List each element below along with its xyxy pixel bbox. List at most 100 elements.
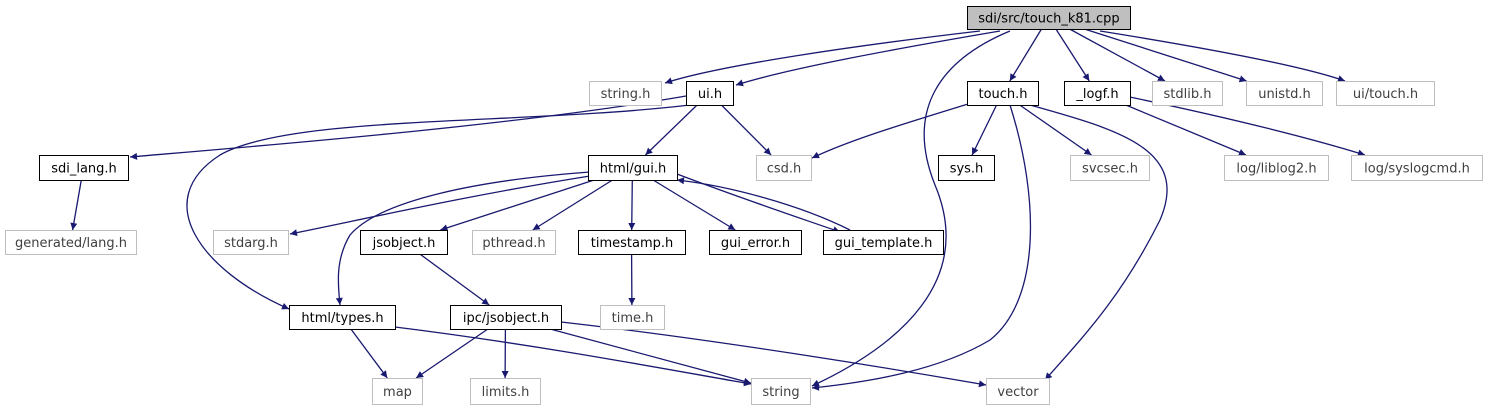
node-liblog2-h: log/liblog2.h [1224, 155, 1329, 181]
edge-ui_h-to-sdi_lang_h [129, 95, 687, 160]
node-string-h: string.h [589, 81, 662, 106]
node-label: touch.h [978, 87, 1027, 102]
node-box [578, 230, 686, 255]
node-label: _logf.h [1075, 87, 1118, 102]
node-label: gui_template.h [835, 236, 933, 251]
edge-ui_h-to-csd_h [720, 104, 772, 156]
node-label: sdi_lang.h [51, 162, 117, 177]
node-box [600, 305, 665, 330]
node-label: sys.h [950, 162, 984, 177]
node-box [470, 378, 541, 405]
node-sys-h[interactable]: sys.h [938, 155, 995, 181]
edge-logf_h-to-liblog2_h [1125, 104, 1247, 156]
node-label: svcsec.h [1082, 162, 1138, 177]
node-label: gui_error.h [721, 236, 790, 251]
node-ipc-jsobject-h[interactable]: ipc/jsobject.h [450, 305, 562, 330]
node-pthread-h: pthread.h [472, 230, 556, 255]
edge-touch_h-to-svcsec_h [1019, 104, 1092, 156]
node-gui-h[interactable]: html/gui.h [588, 155, 678, 181]
node-label: timestamp.h [591, 236, 674, 251]
edge-ui_h-to-gui_h [644, 104, 698, 156]
edge-root-to-string [811, 30, 1011, 387]
node-box [372, 378, 423, 405]
node-box [1224, 155, 1329, 181]
node-box [967, 81, 1039, 106]
edge-root-to-stdlib_h [1069, 28, 1166, 82]
node-box [472, 230, 556, 255]
node-label: stdarg.h [224, 236, 278, 251]
node-label: csd.h [767, 162, 802, 177]
edge-ui_h-to-types_h [186, 104, 691, 310]
edge-touch_h-to-vector [1029, 104, 1168, 381]
node-box [1246, 81, 1323, 106]
node-vector: vector [986, 378, 1050, 405]
node-box [1336, 81, 1435, 106]
node-ui-h[interactable]: ui.h [686, 81, 734, 106]
node-root[interactable]: sdi/src/touch_k81.cpp [967, 6, 1131, 30]
node-label: generated/lang.h [15, 236, 127, 251]
node-box [39, 155, 129, 181]
node-types-h[interactable]: html/types.h [289, 305, 396, 330]
node-logf-h[interactable]: _logf.h [1064, 81, 1131, 106]
node-label: time.h [612, 311, 654, 326]
node-label: sdi/src/touch_k81.cpp [978, 12, 1119, 27]
edge-root-to-ui_touch_h [1099, 30, 1346, 82]
node-csd-h: csd.h [756, 155, 812, 181]
node-box [450, 305, 562, 330]
node-touch-h[interactable]: touch.h [967, 81, 1039, 106]
edge-jsobject_h-to-ipc_jsobject_h [419, 253, 490, 306]
node-timestamp-h[interactable]: timestamp.h [578, 230, 686, 255]
node-stdarg-h: stdarg.h [213, 230, 289, 255]
edge-gui_template_h-to-gui_h [676, 177, 851, 231]
node-box [756, 155, 812, 181]
node-box [5, 230, 137, 255]
node-jsobject-h[interactable]: jsobject.h [360, 230, 448, 255]
node-string: string [751, 378, 811, 405]
node-box [967, 6, 1131, 30]
node-gui-error-h[interactable]: gui_error.h [709, 230, 802, 255]
edge-root-to-unistd_h [1084, 28, 1247, 83]
node-gui-template-h[interactable]: gui_template.h [823, 230, 944, 255]
node-unistd-h: unistd.h [1246, 81, 1323, 106]
node-label: map [383, 385, 412, 400]
edge-gui_h-to-jsobject_h [440, 179, 595, 232]
node-box [213, 230, 289, 255]
edge-touch_h-to-csd_h [811, 103, 969, 159]
edge-gui_h-to-gui_template_h [676, 173, 841, 233]
node-map: map [372, 378, 423, 405]
node-svcsec-h: svcsec.h [1070, 155, 1150, 181]
node-sdi-lang-h[interactable]: sdi_lang.h [39, 155, 129, 181]
node-time-h: time.h [600, 305, 665, 330]
node-label: ui.h [698, 87, 722, 102]
node-label: html/types.h [301, 311, 383, 326]
edge-ipc_jsobject_h-to-vector [560, 321, 987, 388]
edge-sdi_lang_h-to-lang_h [70, 179, 82, 231]
node-limits-h: limits.h [470, 378, 541, 405]
node-label: ui/touch.h [1353, 87, 1418, 102]
node-label: unistd.h [1258, 87, 1311, 102]
node-label: log/syslogcmd.h [1364, 162, 1470, 177]
node-label: limits.h [482, 385, 530, 400]
node-box [986, 378, 1050, 405]
node-box [1070, 155, 1150, 181]
node-label: html/gui.h [600, 162, 666, 177]
edge-gui_h-to-timestamp_h [628, 179, 636, 231]
edge-ipc_jsobject_h-to-string [549, 328, 752, 385]
edge-gui_h-to-stdarg_h [289, 175, 591, 237]
node-box [823, 230, 944, 255]
node-box [709, 230, 802, 255]
node-ui-touch-h: ui/touch.h [1336, 81, 1435, 106]
node-box [360, 230, 448, 255]
node-box [1351, 155, 1483, 181]
node-label: pthread.h [482, 236, 545, 251]
node-box [751, 378, 811, 405]
node-box [588, 155, 678, 181]
node-box [589, 81, 662, 106]
node-label: string [762, 385, 799, 400]
node-layer: sdi/src/touch_k81.cpp string.h ui.h touch.h… [5, 6, 1483, 405]
edge-gui_h-to-types_h [335, 171, 591, 306]
edge-root-to-touch_h [1009, 28, 1043, 82]
node-label: log/liblog2.h [1236, 162, 1316, 177]
node-label: vector [997, 385, 1039, 400]
